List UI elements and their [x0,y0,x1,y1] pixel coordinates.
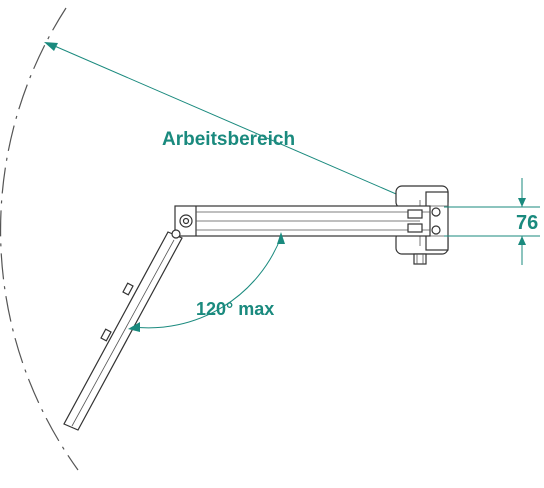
dimension-76 [444,178,540,265]
working-range-arc [0,7,79,471]
swing-arm [63,229,183,431]
wall-mount [395,185,449,265]
work-area-leader [44,42,441,214]
horizontal-arm [174,205,431,237]
angle-label: 120° max [196,299,274,319]
dimension-label: 76 [516,212,538,234]
angle-indicator [128,232,285,332]
work-area-label: Arbeitsbereich [162,129,295,150]
